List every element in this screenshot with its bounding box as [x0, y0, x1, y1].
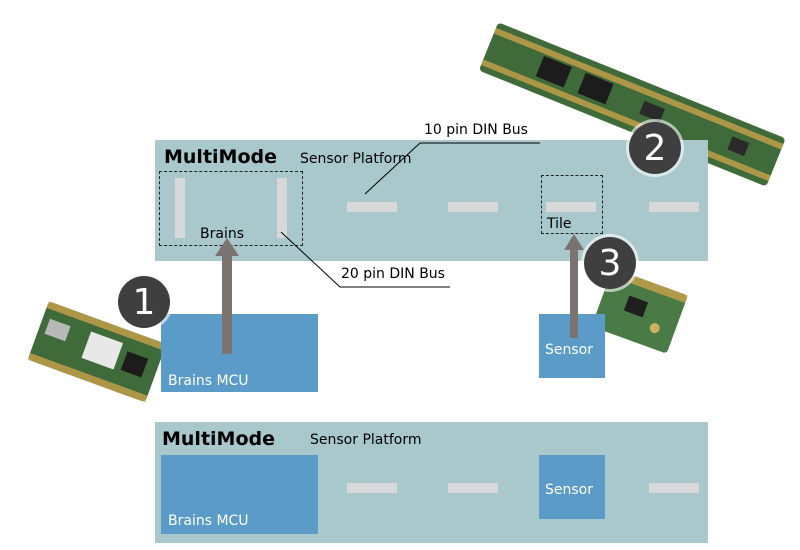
top-platform-subtitle: Sensor Platform	[300, 151, 412, 167]
sensor-insert-arrow	[570, 248, 578, 338]
step-1-badge: 1	[118, 276, 170, 328]
tile-slot-1	[347, 202, 397, 212]
bottom-tile-slot-4	[649, 483, 699, 493]
tile-slot-3	[546, 202, 596, 212]
brains-insert-arrow	[222, 254, 232, 354]
tile-slot-2	[448, 202, 498, 212]
bus-20-label: 20 pin DIN Bus	[341, 266, 445, 282]
bottom-brains-mcu-module	[161, 455, 318, 534]
brains-mcu-module	[161, 314, 318, 392]
step-2-badge: 2	[629, 122, 681, 174]
brains-slot-right	[277, 178, 287, 238]
bottom-platform-subtitle: Sensor Platform	[310, 432, 422, 448]
tile-label: Tile	[547, 216, 572, 232]
bus-10-label: 10 pin DIN Bus	[424, 122, 528, 138]
tile-slot-4	[649, 202, 699, 212]
bottom-brains-mcu-label: Brains MCU	[168, 513, 249, 529]
bottom-sensor-label: Sensor	[545, 482, 593, 498]
bottom-tile-slot-2	[448, 483, 498, 493]
top-platform-brand: MultiMode	[164, 146, 277, 168]
bottom-tile-slot-1	[347, 483, 397, 493]
bottom-platform-brand: MultiMode	[162, 428, 275, 450]
tile-area-outline	[541, 175, 603, 234]
bottom-sensor-module	[539, 455, 605, 519]
sensor-label: Sensor	[545, 342, 593, 358]
brains-slot-left	[175, 178, 185, 238]
brains-label: Brains	[200, 226, 244, 242]
step-3-badge: 3	[584, 237, 636, 289]
brains-mcu-label: Brains MCU	[168, 373, 249, 389]
